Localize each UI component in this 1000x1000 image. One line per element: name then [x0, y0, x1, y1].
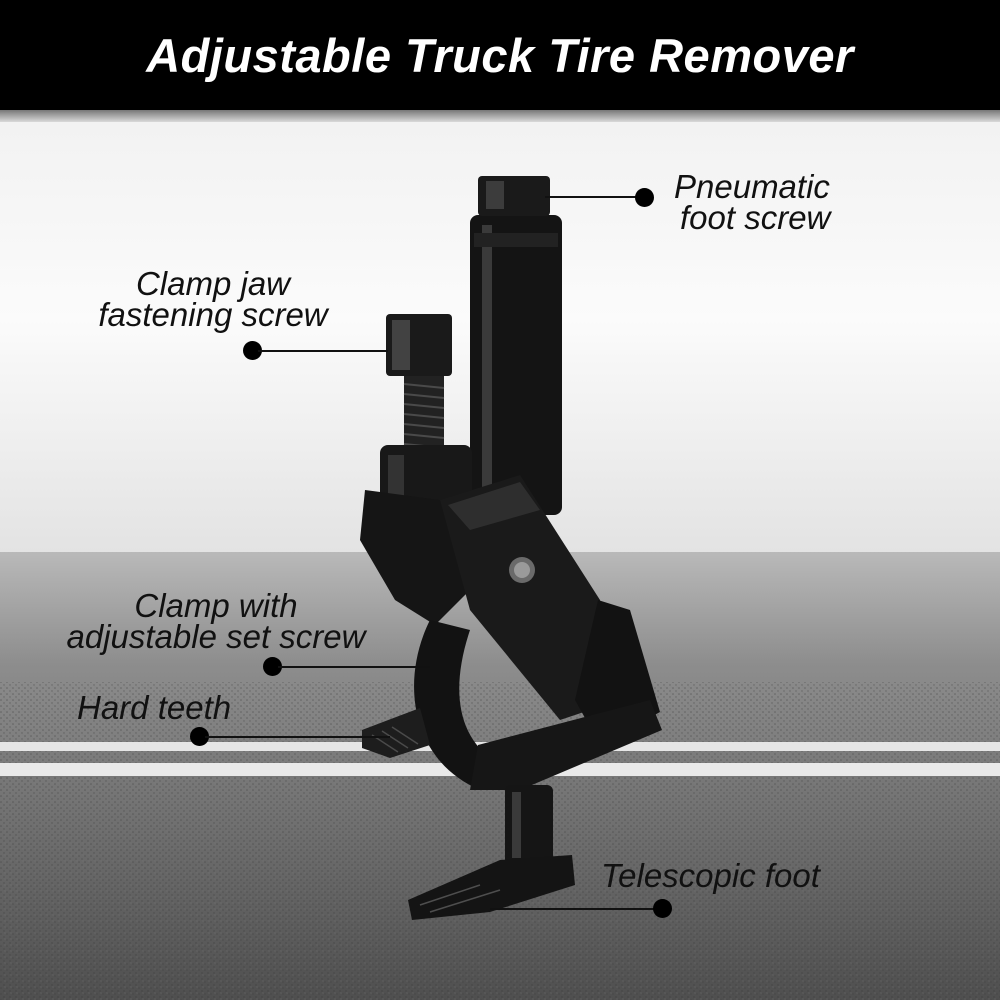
callout-dot-hard-teeth	[190, 727, 209, 746]
clamp-jaw-body	[360, 490, 470, 625]
leader-line-telescopic	[490, 908, 660, 910]
callout-clamp-adjustable-set-screw: Clamp with adjustable set screw	[36, 587, 396, 655]
callout-hard-teeth: Hard teeth	[77, 689, 232, 726]
callout-dot-clamp	[263, 657, 282, 676]
angled-arm-plate	[440, 475, 620, 720]
clamp-hook	[414, 620, 510, 790]
tube-collar	[474, 233, 558, 247]
callout-text-line: Telescopic foot	[601, 857, 820, 894]
callout-text-line: foot screw	[680, 199, 831, 236]
callout-clamp-jaw-fastening-screw: Clamp jaw fastening screw	[74, 265, 352, 333]
road-scene-background	[0, 122, 1000, 1000]
callout-dot-pneumatic	[635, 188, 654, 207]
callout-text-line: fastening screw	[98, 296, 328, 333]
callout-dot-fastening	[243, 341, 262, 360]
callout-text-line: Clamp with	[134, 587, 298, 624]
callout-text-line: adjustable set screw	[66, 618, 366, 655]
asphalt-texture	[0, 682, 1000, 1000]
header-banner: Adjustable Truck Tire Remover	[0, 0, 1000, 110]
leader-line-pneumatic	[545, 196, 645, 198]
page-title: Adjustable Truck Tire Remover	[146, 28, 854, 82]
header-divider	[0, 110, 1000, 122]
callout-text-line: Pneumatic	[674, 168, 830, 205]
callout-telescopic-foot: Telescopic foot	[601, 857, 820, 894]
leader-line-hard-teeth	[205, 736, 390, 738]
hard-teeth	[362, 708, 430, 758]
leader-line-fastening	[258, 350, 388, 352]
leader-line-clamp	[278, 666, 430, 668]
telescopic-foot-plate	[408, 855, 575, 920]
lower-body-plate	[470, 700, 662, 790]
callout-text-line: Hard teeth	[77, 689, 232, 726]
callout-pneumatic-foot-screw: Pneumatic foot screw	[672, 168, 831, 236]
callout-dot-telescopic	[653, 899, 672, 918]
callout-text-line: Clamp jaw	[135, 265, 291, 302]
main-tube	[470, 215, 562, 515]
tube-highlight	[482, 225, 492, 505]
